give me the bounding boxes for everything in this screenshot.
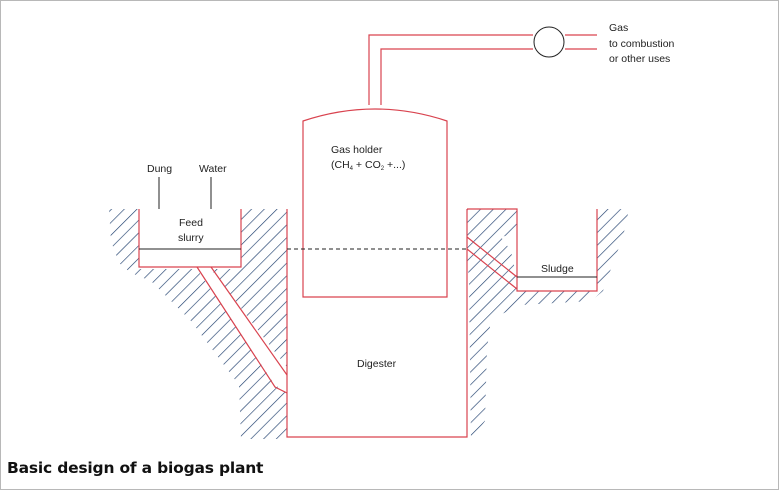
diagram-title: Basic design of a biogas plant [7, 459, 264, 477]
formula-co-sub: 2 [381, 166, 385, 172]
formula-end: +...) [384, 159, 405, 171]
gas-holder-dome [302, 108, 448, 298]
formula-open: (CH [331, 159, 350, 171]
slurry-label: slurry [178, 232, 204, 244]
formula-ch-sub: 4 [350, 166, 354, 172]
feed-tank-wall [138, 209, 242, 268]
inlet-pipe-right [210, 266, 288, 376]
formula-mid: + CO [353, 159, 381, 171]
water-label: Water [199, 163, 227, 175]
ground-right [467, 209, 629, 441]
gas-pipe-outer [368, 34, 533, 105]
gas-label-line2: to combustion [609, 38, 675, 50]
ground-left [109, 209, 287, 439]
outlet-channel-bottom [466, 236, 518, 278]
digester-label: Digester [357, 358, 397, 370]
digester-wall [286, 209, 468, 438]
gas-holder-label: Gas holder [331, 144, 383, 156]
gas-label-line3: or other uses [609, 53, 670, 65]
sludge-pit-wall [516, 209, 598, 292]
gas-pipe-inner [380, 48, 533, 105]
ground-hatching [109, 209, 629, 441]
walls-and-pipes [138, 34, 598, 438]
inlet-pipe-left [196, 266, 288, 394]
gas-meter-icon [533, 26, 565, 58]
sludge-label: Sludge [541, 263, 574, 275]
gas-label: Gas [609, 22, 628, 34]
gas-holder-formula: (CH4 + CO2 +...) [331, 159, 405, 172]
ground-feed-wall [211, 209, 287, 367]
outlet-channel-top [467, 208, 518, 277]
outlet-channel-lower [466, 248, 518, 290]
dung-label: Dung [147, 163, 172, 175]
feed-label: Feed [179, 217, 203, 229]
